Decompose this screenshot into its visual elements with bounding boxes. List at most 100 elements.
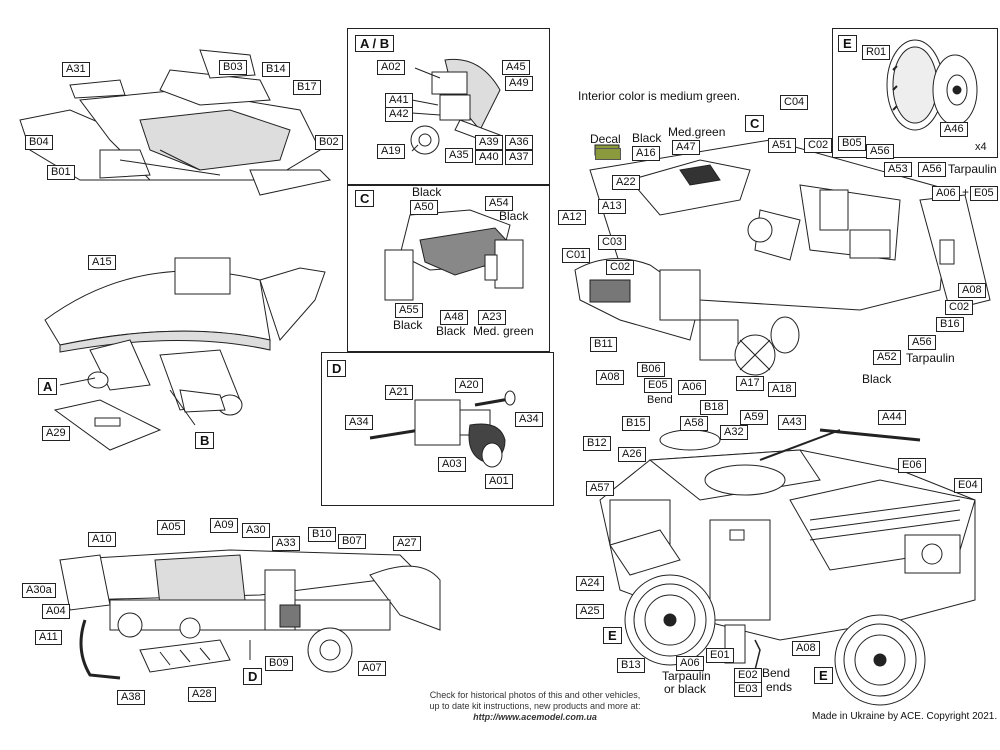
callout-letter: D: [243, 668, 263, 685]
part-label: A22: [612, 175, 640, 190]
part-label: B16: [936, 317, 964, 332]
part-label: A53: [884, 162, 912, 177]
part-label: A47: [672, 140, 700, 155]
part-label: A11: [35, 630, 62, 645]
color-note: Black: [632, 131, 662, 145]
part-label: A30: [242, 523, 270, 538]
part-label: B13: [617, 658, 645, 673]
part-label: B02: [315, 135, 343, 150]
part-label: A58: [680, 416, 708, 431]
gun-mount-drawing: [370, 391, 515, 467]
part-label: A42: [385, 107, 413, 122]
callout-letter: E: [814, 667, 833, 684]
part-label: C02: [804, 138, 833, 153]
color-note: Tarpaulin: [662, 669, 711, 683]
part-label: C03: [598, 235, 627, 250]
color-note: Tarpaulin: [906, 351, 955, 365]
part-label: A08: [958, 283, 986, 298]
part-label: A29: [42, 426, 70, 441]
decal-swatch: [595, 148, 621, 160]
part-label: A23: [478, 310, 506, 325]
part-label: C01: [562, 248, 591, 263]
part-label: A28: [188, 687, 216, 702]
part-label: B18: [700, 400, 728, 415]
part-label: A06: [676, 656, 704, 671]
part-label: A36: [505, 135, 533, 150]
part-label: B11: [590, 337, 617, 352]
part-label: A52: [873, 350, 901, 365]
part-label: A10: [88, 532, 116, 547]
part-label: A51: [768, 138, 796, 153]
color-note: Black: [412, 185, 442, 199]
made-in-ukraine: Made in Ukraine by ACE. Copyright 2021.: [812, 711, 998, 722]
part-label: B01: [47, 165, 75, 180]
part-label: R01: [862, 45, 891, 60]
part-label: B04: [25, 135, 53, 150]
panel-c-header: C: [355, 190, 375, 207]
chassis-floor-drawing: [20, 50, 330, 195]
part-label: E02: [734, 668, 762, 683]
wheel-drawing: [887, 40, 977, 130]
part-label: A17: [736, 376, 764, 391]
part-label: A49: [505, 76, 533, 91]
part-label: A12: [558, 210, 586, 225]
part-label: A02: [377, 60, 405, 75]
part-label: A04: [42, 604, 70, 619]
part-label: B17: [293, 80, 321, 95]
part-label: E01: [706, 648, 734, 663]
footer-line-2: up to date kit instructions, new product…: [429, 701, 641, 711]
footer-url[interactable]: http://www.acemodel.com.ua: [473, 712, 597, 722]
part-label: A35: [445, 148, 473, 163]
part-label: A41: [385, 93, 413, 108]
underside-drawing: [45, 258, 325, 450]
part-label: B10: [308, 527, 336, 542]
part-label: A26: [618, 447, 646, 462]
part-label: A54: [485, 196, 513, 211]
part-label: B09: [265, 656, 293, 671]
callout-letter: B: [195, 432, 215, 449]
part-label: A55: [395, 303, 423, 318]
suspension-drawing: [411, 59, 500, 154]
panel-ab-frame: [347, 28, 550, 186]
callout-letter: A: [38, 378, 58, 395]
plus-sign: +: [962, 185, 970, 199]
part-label: A56: [866, 144, 894, 159]
part-label: A08: [596, 370, 624, 385]
part-label: A19: [377, 144, 405, 159]
part-label: C04: [780, 95, 809, 110]
part-label: A21: [385, 385, 413, 400]
part-label: A43: [778, 415, 806, 430]
part-label: B06: [637, 362, 665, 377]
part-label: A40: [475, 150, 503, 165]
part-label: A33: [272, 536, 300, 551]
part-label: A15: [88, 255, 116, 270]
footer-line-1: Check for historical photos of this and …: [429, 690, 641, 700]
part-label: E06: [898, 458, 926, 473]
part-label: A59: [740, 410, 768, 425]
panel-e-quantity: x4: [975, 141, 987, 153]
part-label: E05: [644, 378, 672, 393]
part-label: A31: [62, 62, 90, 77]
part-label: A46: [940, 122, 968, 137]
panel-ab-header: A / B: [355, 35, 395, 52]
panel-e-frame: [832, 28, 998, 158]
color-note: Med. green: [473, 324, 534, 338]
color-note: Med.green: [668, 125, 726, 139]
bend-ends-note: ends: [766, 680, 793, 694]
part-label: E03: [734, 682, 762, 697]
panel-d-header: D: [327, 360, 347, 377]
part-label: A34: [345, 415, 373, 430]
exterior-drawing: [600, 430, 975, 705]
interior-color-note: Interior color is medium green.: [578, 89, 741, 103]
part-label: B05: [838, 136, 866, 151]
part-label: A20: [455, 378, 483, 393]
part-label: A09: [210, 518, 238, 533]
callout-letter: C: [745, 115, 765, 132]
part-label: A50: [410, 200, 438, 215]
part-label: E05: [970, 186, 998, 201]
part-label: A06: [678, 380, 706, 395]
part-label: A32: [720, 425, 748, 440]
part-label: A56: [918, 162, 946, 177]
part-label: A01: [485, 474, 513, 489]
